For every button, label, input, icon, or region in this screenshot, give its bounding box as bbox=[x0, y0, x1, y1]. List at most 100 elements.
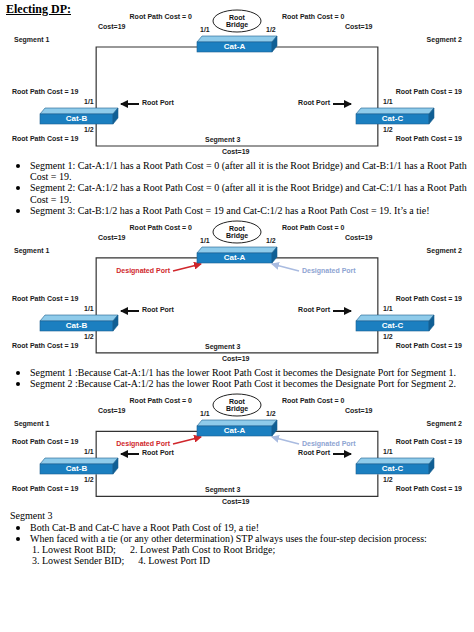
root-port-arrow bbox=[333, 453, 351, 455]
oval-shape bbox=[213, 394, 261, 416]
segment-link bbox=[96, 47, 197, 108]
root-port-label: Root Port bbox=[142, 306, 174, 313]
bullet-text: Segment 2: Cat-A:1/2 has a Root Path Cos… bbox=[6, 182, 468, 204]
bullet-dot bbox=[16, 186, 20, 190]
path-cost-label: Root Path Cost = 19 bbox=[12, 438, 78, 445]
port-number: 1/1 bbox=[200, 237, 210, 244]
port-number: 1/2 bbox=[84, 333, 94, 340]
switch-name: Cat-B bbox=[40, 315, 118, 331]
path-cost-label: Root Path Cost = 19 bbox=[396, 135, 462, 142]
segment-link bbox=[275, 47, 378, 108]
switch-box: Cat-C bbox=[356, 458, 434, 474]
list-item: 3. Lowest Sender BID; bbox=[32, 555, 124, 566]
link-cost-label: Cost=19 bbox=[98, 23, 125, 30]
segment-link bbox=[96, 331, 378, 353]
port-number: 1/2 bbox=[383, 126, 393, 133]
bullet-dot bbox=[16, 382, 20, 386]
switch-name: Cat-B bbox=[40, 108, 118, 124]
segment-label: Segment 2 bbox=[427, 36, 462, 43]
root-port-label: Root Port bbox=[142, 99, 174, 106]
path-cost-label: Root Path Cost = 19 bbox=[12, 135, 78, 142]
oval-shape bbox=[213, 221, 261, 243]
diagram-panel: Root Path Cost = 0Cost=191/1Root Path Co… bbox=[0, 217, 474, 365]
switch-top bbox=[197, 247, 277, 253]
bullet-dot bbox=[16, 526, 20, 530]
port-number: 1/1 bbox=[84, 98, 94, 105]
segment-link bbox=[96, 431, 197, 458]
link-cost-label: Cost=19 bbox=[345, 23, 372, 30]
switch-box: Cat-A bbox=[197, 247, 277, 263]
root-port-arrow bbox=[121, 103, 139, 105]
port-number: 1/2 bbox=[84, 476, 94, 483]
switch-box: Cat-B bbox=[40, 458, 118, 474]
bullet-text: When faced with a tie (or any other dete… bbox=[6, 533, 468, 544]
path-cost-label: Root Path Cost = 19 bbox=[396, 485, 462, 492]
path-cost-label: Root Path Cost = 0 bbox=[130, 13, 192, 20]
path-cost-label: Root Path Cost = 19 bbox=[396, 88, 462, 95]
segment-link bbox=[275, 431, 378, 458]
segment-label: Segment 3 bbox=[205, 486, 240, 493]
switch-name: Cat-A bbox=[197, 247, 277, 263]
page-title: Electing DP: bbox=[6, 2, 71, 17]
path-cost-label: Root Path Cost = 0 bbox=[130, 224, 192, 231]
segment-label: Segment 3 bbox=[205, 136, 240, 143]
switch-name: Cat-C bbox=[356, 458, 434, 474]
root-port-arrow bbox=[121, 453, 139, 455]
root-port-arrow bbox=[333, 103, 351, 105]
segment-link bbox=[96, 474, 378, 496]
port-number: 1/2 bbox=[84, 126, 94, 133]
port-number: 1/2 bbox=[266, 237, 276, 244]
segment-label: Segment 3 bbox=[205, 343, 240, 350]
switch-name: Cat-A bbox=[197, 420, 277, 436]
switch-top bbox=[197, 36, 277, 42]
switch-box: Cat-B bbox=[40, 315, 118, 331]
diagram-panel: Root Path Cost = 0Cost=191/1Root Path Co… bbox=[0, 390, 474, 508]
root-port-label: Root Port bbox=[142, 449, 174, 456]
path-cost-label: Root Path Cost = 19 bbox=[396, 295, 462, 302]
switch-side bbox=[429, 108, 434, 124]
switch-top bbox=[40, 458, 118, 464]
designated-port-arrow bbox=[173, 264, 201, 271]
segment-label: Segment 2 bbox=[427, 247, 462, 254]
switch-name: Cat-B bbox=[40, 458, 118, 474]
switch-name: Cat-C bbox=[356, 315, 434, 331]
path-cost-label: Root Path Cost = 19 bbox=[12, 342, 78, 349]
segment-label: Segment 1 bbox=[14, 247, 49, 254]
switch-top bbox=[356, 108, 434, 114]
root-bridge-oval: Root Bridge bbox=[212, 9, 262, 33]
diagram-panel: Root Path Cost = 0Cost=191/1Root Path Co… bbox=[0, 6, 474, 158]
text-block: Segment 1: Cat-A:1/1 has a Root Path Cos… bbox=[6, 160, 468, 216]
switch-name: Cat-C bbox=[356, 108, 434, 124]
segment-label: Segment 1 bbox=[14, 420, 49, 427]
port-number: 1/1 bbox=[383, 305, 393, 312]
switch-box: Cat-A bbox=[197, 36, 277, 52]
switch-side bbox=[429, 315, 434, 331]
root-port-label: Root Port bbox=[298, 306, 330, 313]
port-number: 1/2 bbox=[266, 410, 276, 417]
link-cost-label: Cost=19 bbox=[98, 234, 125, 241]
text-block: Segment 3Both Cat-B and Cat-C have a Roo… bbox=[6, 510, 468, 566]
root-port-arrow bbox=[333, 310, 351, 312]
switch-side bbox=[113, 458, 118, 474]
port-number: 1/1 bbox=[200, 410, 210, 417]
list-item: 4. Lowest Port ID bbox=[138, 555, 210, 566]
port-number: 1/2 bbox=[383, 333, 393, 340]
designated-port-arrow bbox=[272, 264, 299, 271]
section-heading: Segment 3 bbox=[6, 510, 468, 521]
switch-side bbox=[272, 36, 277, 52]
bullet-dot bbox=[16, 537, 20, 541]
switch-top bbox=[356, 458, 434, 464]
bridge-label: Root Bridge bbox=[212, 9, 262, 31]
list-row: 3. Lowest Sender BID; 4. Lowest Port ID bbox=[6, 555, 468, 566]
link-cost-label: Cost=19 bbox=[222, 355, 249, 362]
list-item: 1. Lowest Root BID; bbox=[32, 544, 116, 555]
root-port-arrow bbox=[121, 310, 139, 312]
path-cost-label: Root Path Cost = 0 bbox=[282, 224, 344, 231]
switch-top bbox=[197, 420, 277, 426]
link-cost-label: Cost=19 bbox=[345, 234, 372, 241]
port-number: 1/2 bbox=[383, 476, 393, 483]
bridge-label: Root Bridge bbox=[212, 220, 262, 242]
bridge-label: Root Bridge bbox=[212, 393, 262, 415]
path-cost-label: Root Path Cost = 19 bbox=[396, 342, 462, 349]
switch-side bbox=[272, 247, 277, 263]
